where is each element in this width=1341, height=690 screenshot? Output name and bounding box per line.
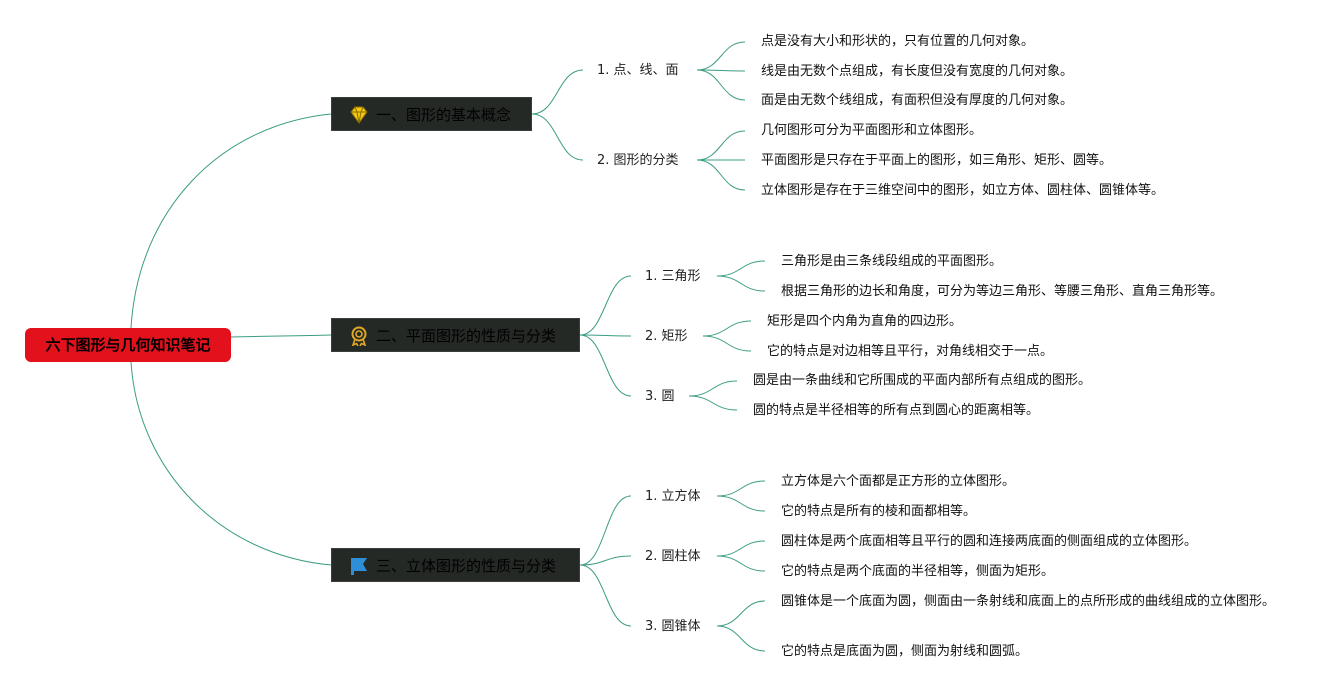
leaf-text: 圆锥体是一个底面为圆，侧面由一条射线和底面上的点所形成的曲线组成的立体图形。 bbox=[781, 594, 1276, 609]
leaf-text: 它的特点是所有的棱和面都相等。 bbox=[781, 504, 977, 519]
sub-point-line-plane[interactable]: 1. 点、线、面 bbox=[597, 63, 679, 78]
root-topic[interactable]: 六下图形与几何知识笔记 bbox=[25, 328, 231, 362]
leaf-link bbox=[696, 41, 746, 71]
branch-link bbox=[579, 555, 632, 566]
leaf-link bbox=[696, 69, 746, 101]
leaf-link bbox=[696, 159, 746, 191]
leaf-link bbox=[716, 555, 766, 572]
leaf-link bbox=[716, 260, 766, 277]
branch-solid-shapes[interactable]: 三、立体图形的性质与分类 bbox=[331, 548, 580, 582]
leaf-text: 立方体是六个面都是正方形的立体图形。 bbox=[781, 474, 1016, 489]
sub-circle[interactable]: 3. 圆 bbox=[645, 389, 675, 404]
leaf-text: 点是没有大小和形状的，只有位置的几何对象。 bbox=[761, 34, 1035, 49]
leaf-text: 圆的特点是半径相等的所有点到圆心的距离相等。 bbox=[753, 403, 1040, 418]
leaf-text: 平面图形是只存在于平面上的图形，如三角形、矩形、圆等。 bbox=[761, 153, 1113, 168]
branch-link bbox=[531, 113, 584, 161]
leaf-text: 它的特点是对边相等且平行，对角线相交于一点。 bbox=[767, 344, 1054, 359]
branch-link bbox=[579, 495, 632, 566]
award-icon bbox=[351, 326, 367, 346]
branch-plane-shapes[interactable]: 二、平面图形的性质与分类 bbox=[331, 318, 580, 352]
branch-link bbox=[579, 275, 632, 336]
branch-link bbox=[579, 334, 632, 337]
leaf-text: 圆柱体是两个底面相等且平行的圆和连接两底面的侧面组成的立体图形。 bbox=[781, 534, 1198, 549]
leaf-text: 它的特点是两个底面的半径相等，侧面为矩形。 bbox=[781, 564, 1055, 579]
leaf-text: 三角形是由三条线段组成的平面图形。 bbox=[781, 254, 1003, 269]
branch-title: 一、图形的基本概念 bbox=[376, 106, 512, 124]
branch-link bbox=[579, 334, 632, 397]
branch-title: 二、平面图形的性质与分类 bbox=[376, 327, 557, 345]
leaf-link bbox=[716, 540, 766, 557]
root-link bbox=[230, 334, 332, 338]
leaf-text: 面是由无数个线组成，有面积但没有厚度的几何对象。 bbox=[761, 93, 1074, 108]
root-link bbox=[130, 361, 332, 566]
leaf-link bbox=[702, 320, 752, 337]
leaf-text: 它的特点是底面为圆，侧面为射线和圆弧。 bbox=[781, 644, 1029, 659]
root-link bbox=[130, 113, 332, 329]
flag-icon bbox=[351, 558, 367, 575]
branch-link bbox=[579, 564, 632, 627]
leaf-text: 几何图形可分为平面图形和立体图形。 bbox=[761, 123, 983, 138]
leaf-link bbox=[716, 495, 766, 512]
leaf-link bbox=[688, 380, 738, 397]
sub-cone[interactable]: 3. 圆锥体 bbox=[645, 619, 701, 634]
leaf-link bbox=[716, 625, 766, 652]
leaf-text: 立体图形是存在于三维空间中的图形，如立方体、圆柱体、圆锥体等。 bbox=[761, 183, 1165, 198]
leaf-link bbox=[716, 600, 766, 627]
leaf-link bbox=[716, 480, 766, 497]
sub-triangle[interactable]: 1. 三角形 bbox=[645, 269, 701, 284]
leaf-text: 矩形是四个内角为直角的四边形。 bbox=[767, 314, 963, 329]
branch-link bbox=[531, 69, 584, 115]
leaf-text: 圆是由一条曲线和它所围成的平面内部所有点组成的图形。 bbox=[753, 373, 1092, 388]
leaf-text: 线是由无数个点组成，有长度但没有宽度的几何对象。 bbox=[761, 64, 1074, 79]
sub-cylinder[interactable]: 2. 圆柱体 bbox=[645, 549, 701, 564]
leaf-link bbox=[688, 395, 738, 411]
sub-shape-classification[interactable]: 2. 图形的分类 bbox=[597, 153, 679, 168]
sub-cube[interactable]: 1. 立方体 bbox=[645, 489, 701, 504]
sub-rectangle[interactable]: 2. 矩形 bbox=[645, 329, 688, 344]
leaf-link bbox=[716, 275, 766, 292]
leaf-text: 根据三角形的边长和角度，可分为等边三角形、等腰三角形、直角三角形等。 bbox=[781, 284, 1224, 299]
branch-basic-concepts[interactable]: 一、图形的基本概念 bbox=[331, 97, 532, 131]
diamond-icon bbox=[350, 106, 368, 124]
leaf-link bbox=[702, 335, 752, 352]
branch-title: 三、立体图形的性质与分类 bbox=[376, 557, 557, 575]
leaf-link bbox=[696, 130, 746, 161]
leaf-link bbox=[696, 69, 746, 72]
